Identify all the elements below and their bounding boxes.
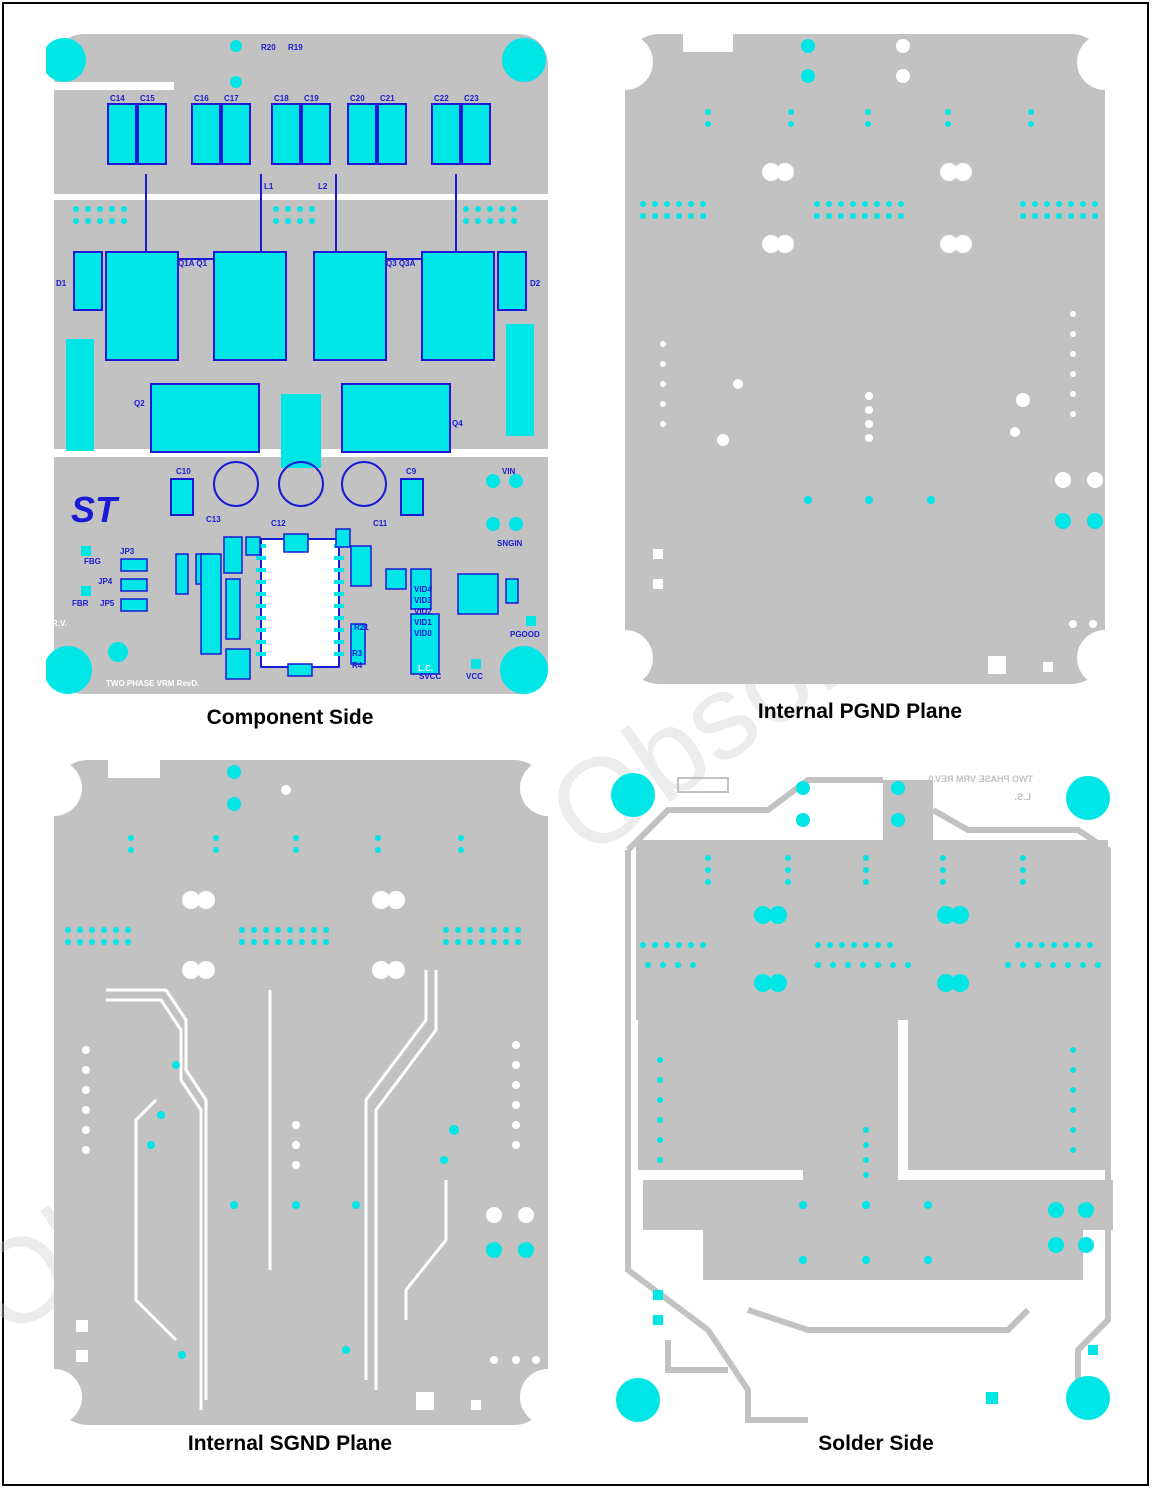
svg-text:C19: C19 <box>304 94 319 103</box>
solder-side-board: TWO PHASE VRM REV.0 L.S. <box>611 773 1113 1423</box>
svg-text:FBG: FBG <box>84 557 101 566</box>
svg-text:C22: C22 <box>434 94 449 103</box>
svg-text:VID0: VID0 <box>414 629 432 638</box>
svg-text:C10: C10 <box>176 467 191 476</box>
svg-text:VID1: VID1 <box>414 618 432 627</box>
svg-text:Q4: Q4 <box>452 419 463 428</box>
solder-mirrored-label: L.S. <box>1014 792 1031 802</box>
svg-text:C20: C20 <box>350 94 365 103</box>
svg-text:L1: L1 <box>264 182 274 191</box>
component-footer: TWO PHASE VRM RevD. <box>106 679 199 688</box>
svg-text:SNGIN: SNGIN <box>497 539 523 548</box>
svg-text:C21: C21 <box>380 94 395 103</box>
svg-text:L2: L2 <box>318 182 328 191</box>
sgnd-plane-panel <box>46 760 556 1425</box>
caption-solder-side: Solder Side <box>818 1432 934 1455</box>
svg-text:D2: D2 <box>530 279 541 288</box>
svg-text:VIN: VIN <box>502 467 516 476</box>
caption-internal-pgnd: Internal PGND Plane <box>757 700 963 723</box>
svg-text:C9: C9 <box>406 467 417 476</box>
caption-component-side: Component Side <box>206 706 374 729</box>
svg-text:JP4: JP4 <box>98 577 113 586</box>
svg-text:JP3: JP3 <box>120 547 135 556</box>
sgnd-plane-board <box>46 760 556 1425</box>
svg-text:D1: D1 <box>56 279 67 288</box>
svg-text:VID2: VID2 <box>414 607 432 616</box>
svg-text:R.V.: R.V. <box>52 619 67 628</box>
svg-text:Q3 Q3A: Q3 Q3A <box>386 259 416 268</box>
svg-text:C11: C11 <box>373 519 388 528</box>
svg-text:C23: C23 <box>464 94 479 103</box>
svg-text:VID4: VID4 <box>414 585 432 594</box>
svg-text:R19: R19 <box>288 43 303 52</box>
svg-text:SVCC: SVCC <box>419 672 441 681</box>
svg-text:C12: C12 <box>271 519 286 528</box>
svg-text:R21: R21 <box>354 623 369 632</box>
svg-text:R20: R20 <box>261 43 276 52</box>
svg-text:JP5: JP5 <box>100 599 115 608</box>
svg-text:Q2: Q2 <box>134 399 145 408</box>
svg-text:VCC: VCC <box>466 672 483 681</box>
svg-text:R3: R3 <box>352 649 363 658</box>
solder-mirrored-text: TWO PHASE VRM REV.0 <box>928 774 1033 784</box>
pgnd-plane-board <box>603 34 1118 684</box>
svg-text:VID3: VID3 <box>414 596 432 605</box>
svg-text:C18: C18 <box>274 94 289 103</box>
st-logo: ST <box>71 489 120 530</box>
svg-text:Q1A Q1: Q1A Q1 <box>178 259 208 268</box>
svg-text:C13: C13 <box>206 515 221 524</box>
caption-internal-sgnd: Internal SGND Plane <box>187 1432 393 1455</box>
svg-text:PGOOD: PGOOD <box>510 630 540 639</box>
svg-text:R4: R4 <box>352 661 363 670</box>
svg-text:C16: C16 <box>194 94 209 103</box>
svg-text:C14: C14 <box>110 94 125 103</box>
svg-text:C15: C15 <box>140 94 155 103</box>
svg-text:C17: C17 <box>224 94 239 103</box>
pgnd-plane-panel <box>603 34 1118 684</box>
solder-side-panel: TWO PHASE VRM REV.0 L.S. <box>608 770 1123 1430</box>
svg-text:L.C.: L.C. <box>418 664 433 673</box>
svg-text:FBR: FBR <box>72 599 89 608</box>
